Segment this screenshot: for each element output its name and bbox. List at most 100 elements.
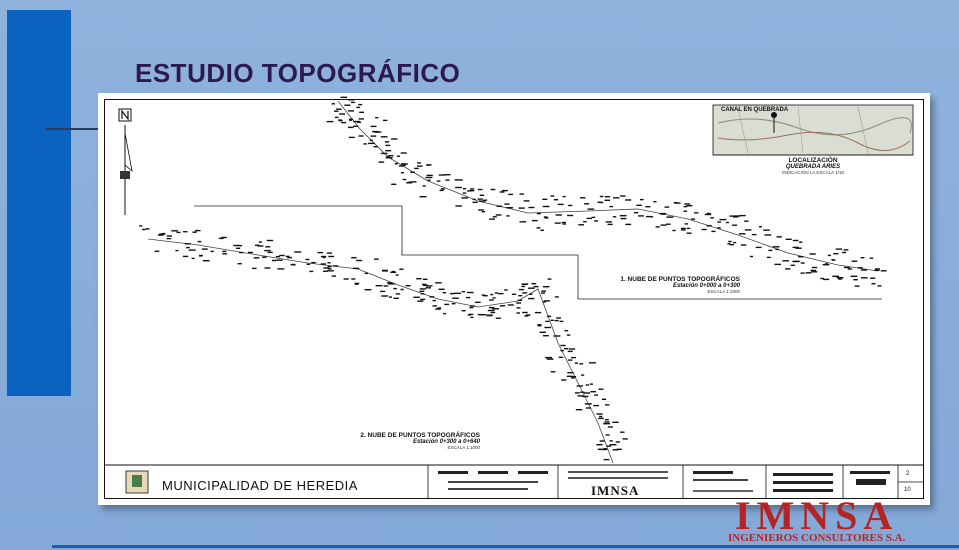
survey-point — [764, 234, 772, 236]
survey-point — [605, 419, 609, 421]
survey-point — [294, 251, 302, 253]
survey-point — [516, 312, 520, 314]
survey-point — [276, 259, 283, 261]
survey-point — [393, 287, 397, 290]
survey-point — [694, 212, 699, 214]
drawing-frame — [104, 99, 924, 499]
survey-point — [410, 171, 415, 173]
survey-point — [555, 214, 562, 216]
locator-map — [712, 104, 914, 156]
survey-point — [479, 194, 485, 196]
survey-point — [560, 344, 566, 347]
survey-point — [492, 216, 497, 218]
survey-point — [166, 235, 172, 237]
survey-point — [356, 259, 363, 262]
survey-point — [620, 195, 626, 197]
survey-point — [467, 190, 472, 192]
survey-point — [331, 275, 336, 277]
survey-point — [596, 444, 603, 446]
survey-point — [870, 277, 876, 279]
survey-point — [359, 111, 364, 113]
survey-point — [564, 330, 569, 332]
north-arrow — [118, 108, 133, 215]
survey-point — [470, 316, 474, 319]
survey-point — [566, 375, 573, 377]
survey-point — [188, 249, 196, 251]
survey-point — [364, 289, 372, 291]
survey-point — [531, 283, 537, 285]
survey-point — [575, 409, 583, 411]
cloud-2-alignment — [147, 238, 614, 464]
survey-point — [455, 205, 462, 207]
survey-point — [264, 249, 271, 252]
survey-point — [684, 203, 691, 205]
survey-point — [425, 287, 431, 289]
survey-point — [609, 444, 617, 446]
survey-point — [381, 295, 389, 297]
survey-point — [833, 253, 839, 255]
survey-point — [285, 255, 290, 258]
survey-point — [717, 221, 721, 223]
survey-point — [444, 303, 450, 306]
survey-point — [571, 377, 575, 379]
survey-point — [481, 294, 485, 296]
survey-point — [432, 299, 436, 302]
survey-point — [326, 252, 333, 254]
survey-point — [519, 193, 524, 195]
survey-point — [877, 285, 882, 287]
survey-point — [380, 152, 388, 155]
company-logo: IMNSA — [734, 493, 899, 538]
survey-point — [785, 238, 792, 240]
survey-point — [583, 392, 591, 394]
survey-point — [790, 264, 795, 266]
survey-point — [710, 217, 714, 219]
survey-point — [341, 121, 347, 124]
survey-point — [354, 282, 360, 285]
survey-point — [759, 226, 763, 228]
survey-point — [609, 440, 613, 442]
survey-point — [338, 119, 343, 122]
survey-point — [458, 179, 463, 181]
survey-point — [577, 395, 584, 397]
cloud-1-points — [326, 96, 887, 287]
survey-point — [257, 245, 264, 247]
survey-point — [504, 289, 508, 291]
survey-point — [575, 392, 580, 394]
survey-point — [489, 299, 494, 301]
survey-point — [544, 217, 549, 219]
survey-point — [171, 230, 178, 232]
survey-point — [252, 267, 257, 270]
survey-point — [851, 260, 858, 262]
survey-point — [391, 270, 396, 273]
survey-point — [729, 244, 734, 246]
survey-point — [860, 269, 867, 271]
bottom-accent-line — [52, 545, 959, 548]
survey-point — [444, 174, 451, 176]
survey-point — [506, 207, 513, 209]
survey-point — [605, 434, 610, 436]
cloud-1-boundary — [194, 205, 882, 300]
survey-point — [400, 288, 404, 291]
survey-point — [455, 186, 462, 189]
survey-point — [744, 229, 752, 231]
survey-point — [645, 215, 652, 218]
survey-point — [599, 201, 604, 204]
survey-point — [483, 295, 488, 297]
survey-point — [305, 258, 310, 261]
survey-point — [776, 236, 782, 238]
survey-point — [580, 391, 585, 393]
survey-point — [395, 293, 401, 295]
survey-point — [511, 293, 517, 295]
survey-point — [782, 260, 789, 262]
survey-point — [645, 206, 651, 208]
survey-point — [615, 441, 620, 443]
survey-point — [686, 227, 691, 230]
survey-point — [501, 189, 508, 192]
survey-point — [686, 232, 692, 234]
survey-point — [519, 288, 525, 291]
survey-point — [194, 229, 201, 232]
survey-point — [664, 206, 670, 208]
survey-point — [222, 253, 228, 255]
survey-point — [370, 125, 377, 128]
survey-point — [435, 282, 442, 284]
